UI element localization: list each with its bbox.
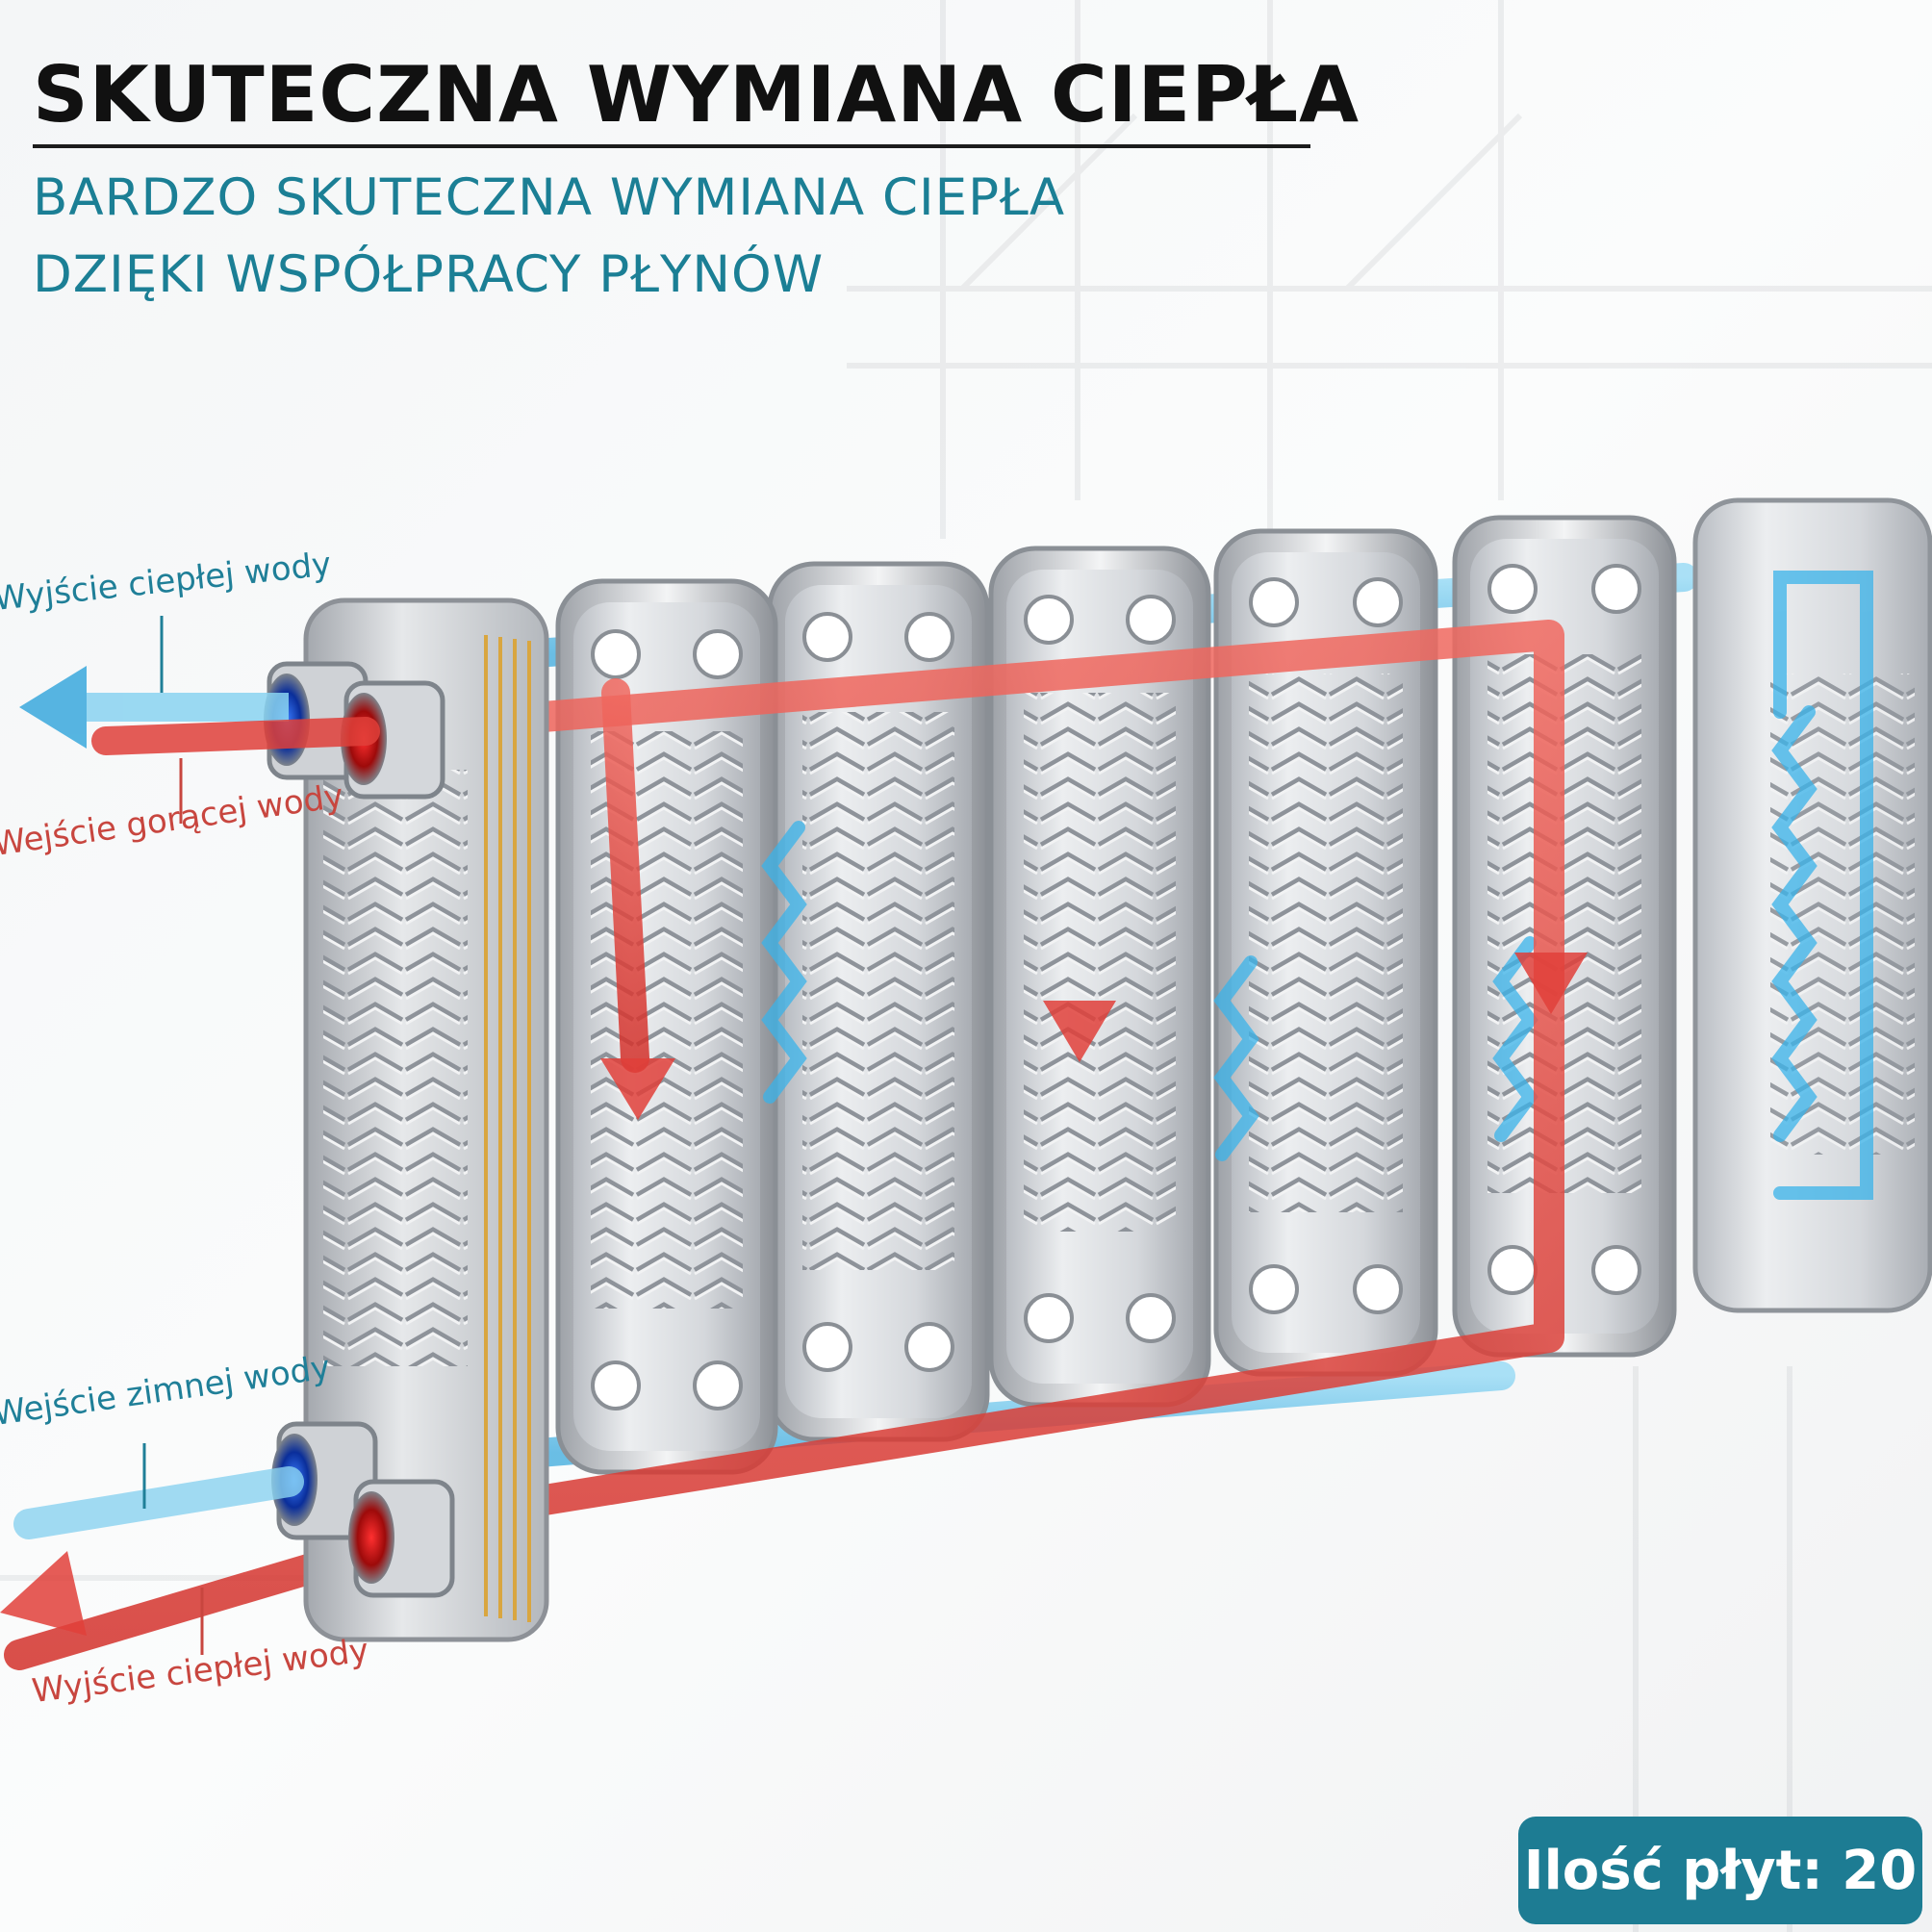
connector-top-red [341,680,445,800]
gasket-stripes [484,635,531,1622]
cold-water-inlet-arrow [13,1466,304,1539]
hot-water-outlet-arrow [19,666,289,749]
warm-water-outlet-arrow [0,1551,87,1636]
subtitle-line-2: DZIĘKI WSPÓŁPRACY PŁYNÓW [33,245,825,304]
subtitle-line-1: BARDZO SKUTECZNA WYMIANA CIEPŁA [33,168,1066,227]
label-leaders [142,616,204,1655]
hot-flow-arrowheads [600,953,1588,1120]
title-divider [33,144,1310,148]
connector-bottom-red [348,1479,455,1598]
page-title: SKUTECZNA WYMIANA CIEPŁA [33,50,1360,140]
front-brazed-block [303,597,549,1642]
subtitle: BARDZO SKUTECZNA WYMIANA CIEPŁA DZIĘKI W… [33,160,1065,314]
cold-flow-zigzags [761,571,1873,1200]
hot-water-inlet-arrow [91,717,380,755]
exchanger-plate-4 [1213,528,1438,1377]
exchanger-plate-2 [767,561,990,1442]
plate-count-badge: Ilość płyt: 20 [1518,1817,1922,1924]
exchanger-plate-3 [988,546,1211,1408]
